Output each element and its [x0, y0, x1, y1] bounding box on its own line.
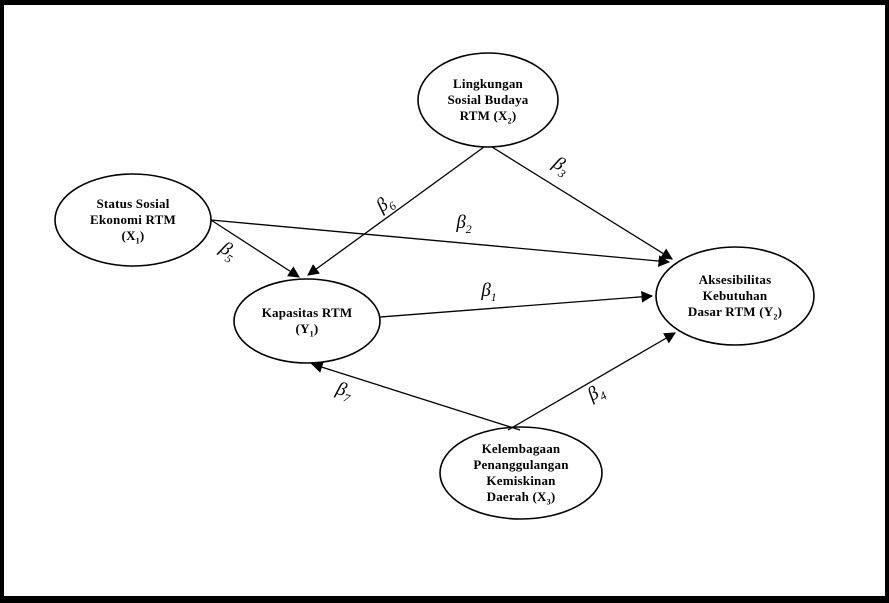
- node-label-line: Kebutuhan: [702, 288, 768, 303]
- node-label-line: Dasar RTM (Y2): [687, 304, 783, 322]
- node-label-line: (Y1): [295, 321, 319, 339]
- edge-label-beta3: β3: [549, 152, 569, 181]
- node-label-line: Kemiskinan: [486, 473, 556, 488]
- node-ellipse-aksesibilitas-kebutuhan-dasar-rtm: [655, 246, 815, 346]
- node-label-line: Aksesibilitas: [698, 272, 772, 287]
- node-label-line: Kelembagaan: [481, 441, 561, 456]
- node-ellipse-status-sosial-ekonomi-rtm: [54, 173, 212, 267]
- node-ellipse-kapasitas-rtm: [233, 278, 381, 364]
- node-label-line: Lingkungan: [453, 76, 523, 91]
- edge-arrow-beta5: [210, 219, 300, 278]
- node-label-line: (X1): [121, 228, 145, 246]
- node-label-kapasitas-rtm: Kapasitas RTM(Y1): [234, 279, 380, 363]
- edge-label-beta6: β6: [372, 194, 399, 217]
- edge-label-beta1: β1: [481, 280, 497, 304]
- edge-arrow-beta3: [491, 146, 673, 260]
- node-label-line: Status Sosial: [96, 196, 170, 211]
- node-label-line: Penanggulangan: [473, 457, 569, 472]
- node-ellipse-kelembagaan-penanggulangan-kemiskinan-daerah: [439, 426, 603, 520]
- edge-label-beta4: β4: [583, 382, 610, 406]
- edge-arrow-beta6: [307, 146, 485, 276]
- node-label-line: Daerah (X3): [486, 489, 556, 507]
- edges-group: [210, 146, 677, 431]
- nodes-group: [54, 52, 815, 520]
- edge-label-beta5: β5: [216, 237, 236, 266]
- node-label-line: Sosial Budaya: [447, 92, 529, 107]
- node-label-line: Ekonomi RTM: [90, 212, 176, 227]
- edge-label-beta2: β2: [456, 212, 472, 236]
- edge-arrow-beta2: [210, 219, 671, 267]
- edge-arrow-beta7: [310, 361, 521, 431]
- node-label-line: RTM (X2): [459, 108, 517, 126]
- edge-arrow-beta1: [379, 290, 654, 318]
- edge-label-beta7: β7: [333, 378, 352, 406]
- node-label-line: Kapasitas RTM: [261, 305, 353, 320]
- edge-arrow-beta4: [507, 332, 677, 431]
- node-ellipse-lingkungan-sosial-budaya-rtm: [417, 52, 559, 148]
